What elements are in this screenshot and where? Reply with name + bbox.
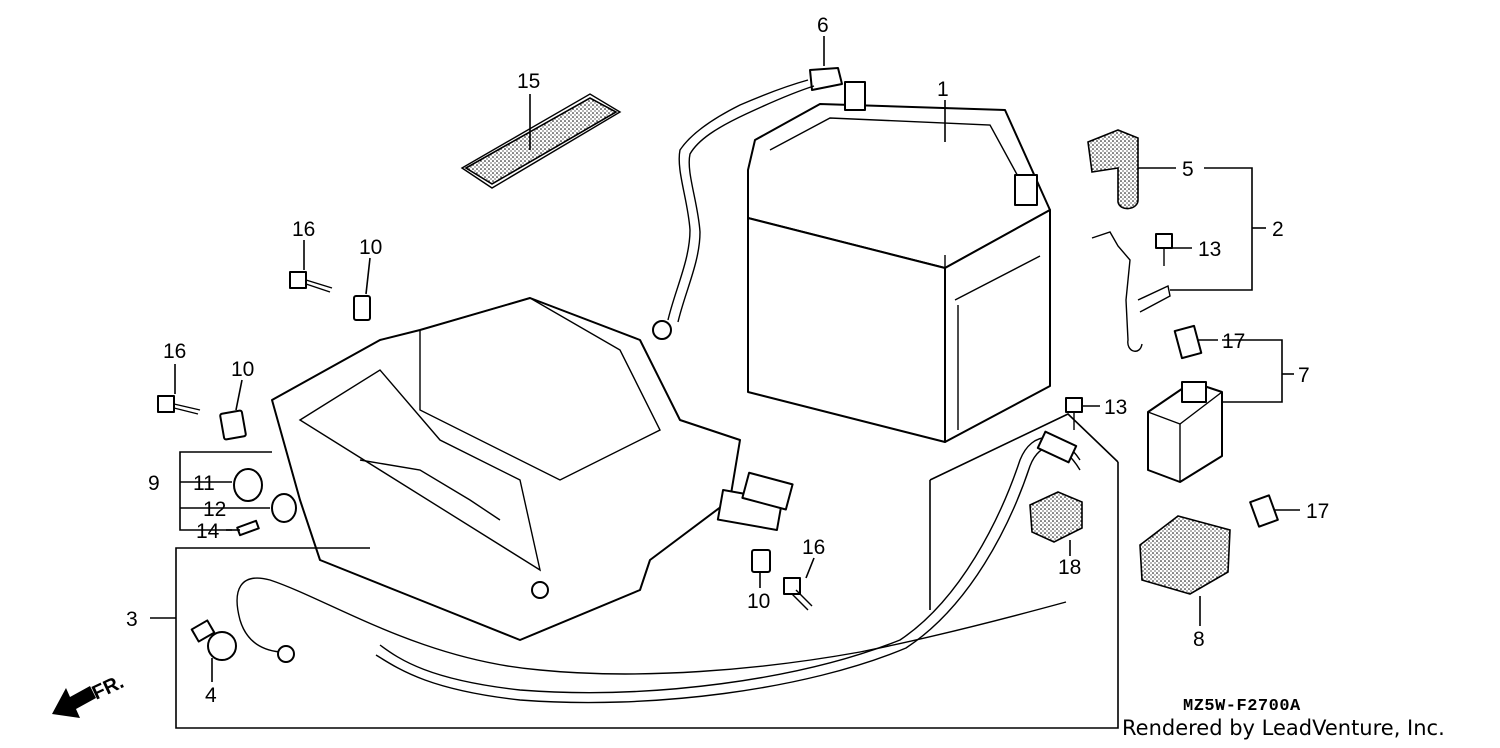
callout-17b[interactable]: 17 [1306, 500, 1329, 523]
bolt-16c-part[interactable] [783, 577, 813, 611]
callout-6[interactable]: 6 [817, 14, 829, 37]
bracket-group-2 [1170, 167, 1253, 291]
starter-terminal-part[interactable] [1091, 231, 1171, 352]
fuse-17b-part[interactable] [1249, 494, 1279, 528]
terminal-cover-part[interactable] [1087, 129, 1139, 210]
starter-relay-part[interactable] [1147, 381, 1223, 483]
callout-5[interactable]: 5 [1182, 158, 1194, 181]
bolt-13a-part[interactable] [1155, 233, 1173, 266]
collar-12-part[interactable] [271, 493, 297, 523]
callout-4[interactable]: 4 [205, 684, 217, 707]
callout-10c[interactable]: 10 [747, 590, 770, 613]
battery-case-part[interactable] [271, 297, 794, 641]
leader-harness [929, 413, 1119, 481]
bracket-group-3 [175, 462, 1119, 729]
callout-1[interactable]: 1 [937, 78, 949, 101]
leader-10b [235, 379, 243, 411]
callout-14[interactable]: 14 [196, 520, 220, 543]
screw-4-part[interactable] [190, 619, 237, 661]
bolt-16b-part[interactable] [157, 395, 201, 415]
callout-16b[interactable]: 16 [163, 340, 186, 363]
callout-17a[interactable]: 17 [1222, 330, 1245, 353]
relay-cover-part[interactable] [1139, 515, 1231, 595]
callout-10a[interactable]: 10 [359, 236, 382, 259]
front-arrow: FR. [52, 671, 127, 718]
front-arrow-icon [52, 686, 96, 718]
grommet-11-part[interactable] [233, 468, 263, 502]
fuse-holder-part[interactable] [1029, 491, 1083, 543]
bracket-group-7 [1222, 339, 1283, 403]
front-label: FR. [89, 671, 127, 705]
clip-nut-10b-part[interactable] [219, 409, 247, 441]
positive-cable-part[interactable] [652, 67, 843, 340]
callout-2[interactable]: 2 [1272, 218, 1284, 241]
callout-18[interactable]: 18 [1058, 556, 1081, 579]
wire-harness-part[interactable] [236, 430, 1081, 704]
bolt-13b-part[interactable] [1065, 397, 1083, 430]
callout-3[interactable]: 3 [126, 608, 138, 631]
leader-16c [805, 557, 815, 579]
clip-nut-10c-part[interactable] [751, 549, 771, 573]
credit-text: Rendered by LeadVenture, Inc. [1122, 716, 1445, 740]
callout-16c[interactable]: 16 [802, 536, 825, 559]
callout-10b[interactable]: 10 [231, 358, 254, 381]
bolt-16a-part[interactable] [289, 271, 333, 293]
battery-strap-part[interactable] [460, 93, 622, 189]
callout-15[interactable]: 15 [517, 70, 540, 93]
callout-8[interactable]: 8 [1193, 628, 1205, 651]
diagram-code: MZ5W-F2700A [1183, 697, 1301, 716]
callout-11[interactable]: 11 [193, 472, 215, 495]
battery-part[interactable] [747, 81, 1051, 443]
callout-16a[interactable]: 16 [292, 218, 315, 241]
callout-9[interactable]: 9 [148, 472, 160, 495]
callout-7[interactable]: 7 [1298, 364, 1310, 387]
callout-12[interactable]: 12 [203, 498, 226, 521]
leader-10a [365, 257, 371, 295]
fuse-17a-part[interactable] [1173, 324, 1203, 360]
pin-14-part[interactable] [236, 519, 260, 537]
callout-13a[interactable]: 13 [1198, 238, 1221, 261]
bracket-group-9 [179, 451, 272, 531]
callout-13b[interactable]: 13 [1104, 396, 1127, 419]
clip-nut-10a-part[interactable] [353, 295, 371, 321]
